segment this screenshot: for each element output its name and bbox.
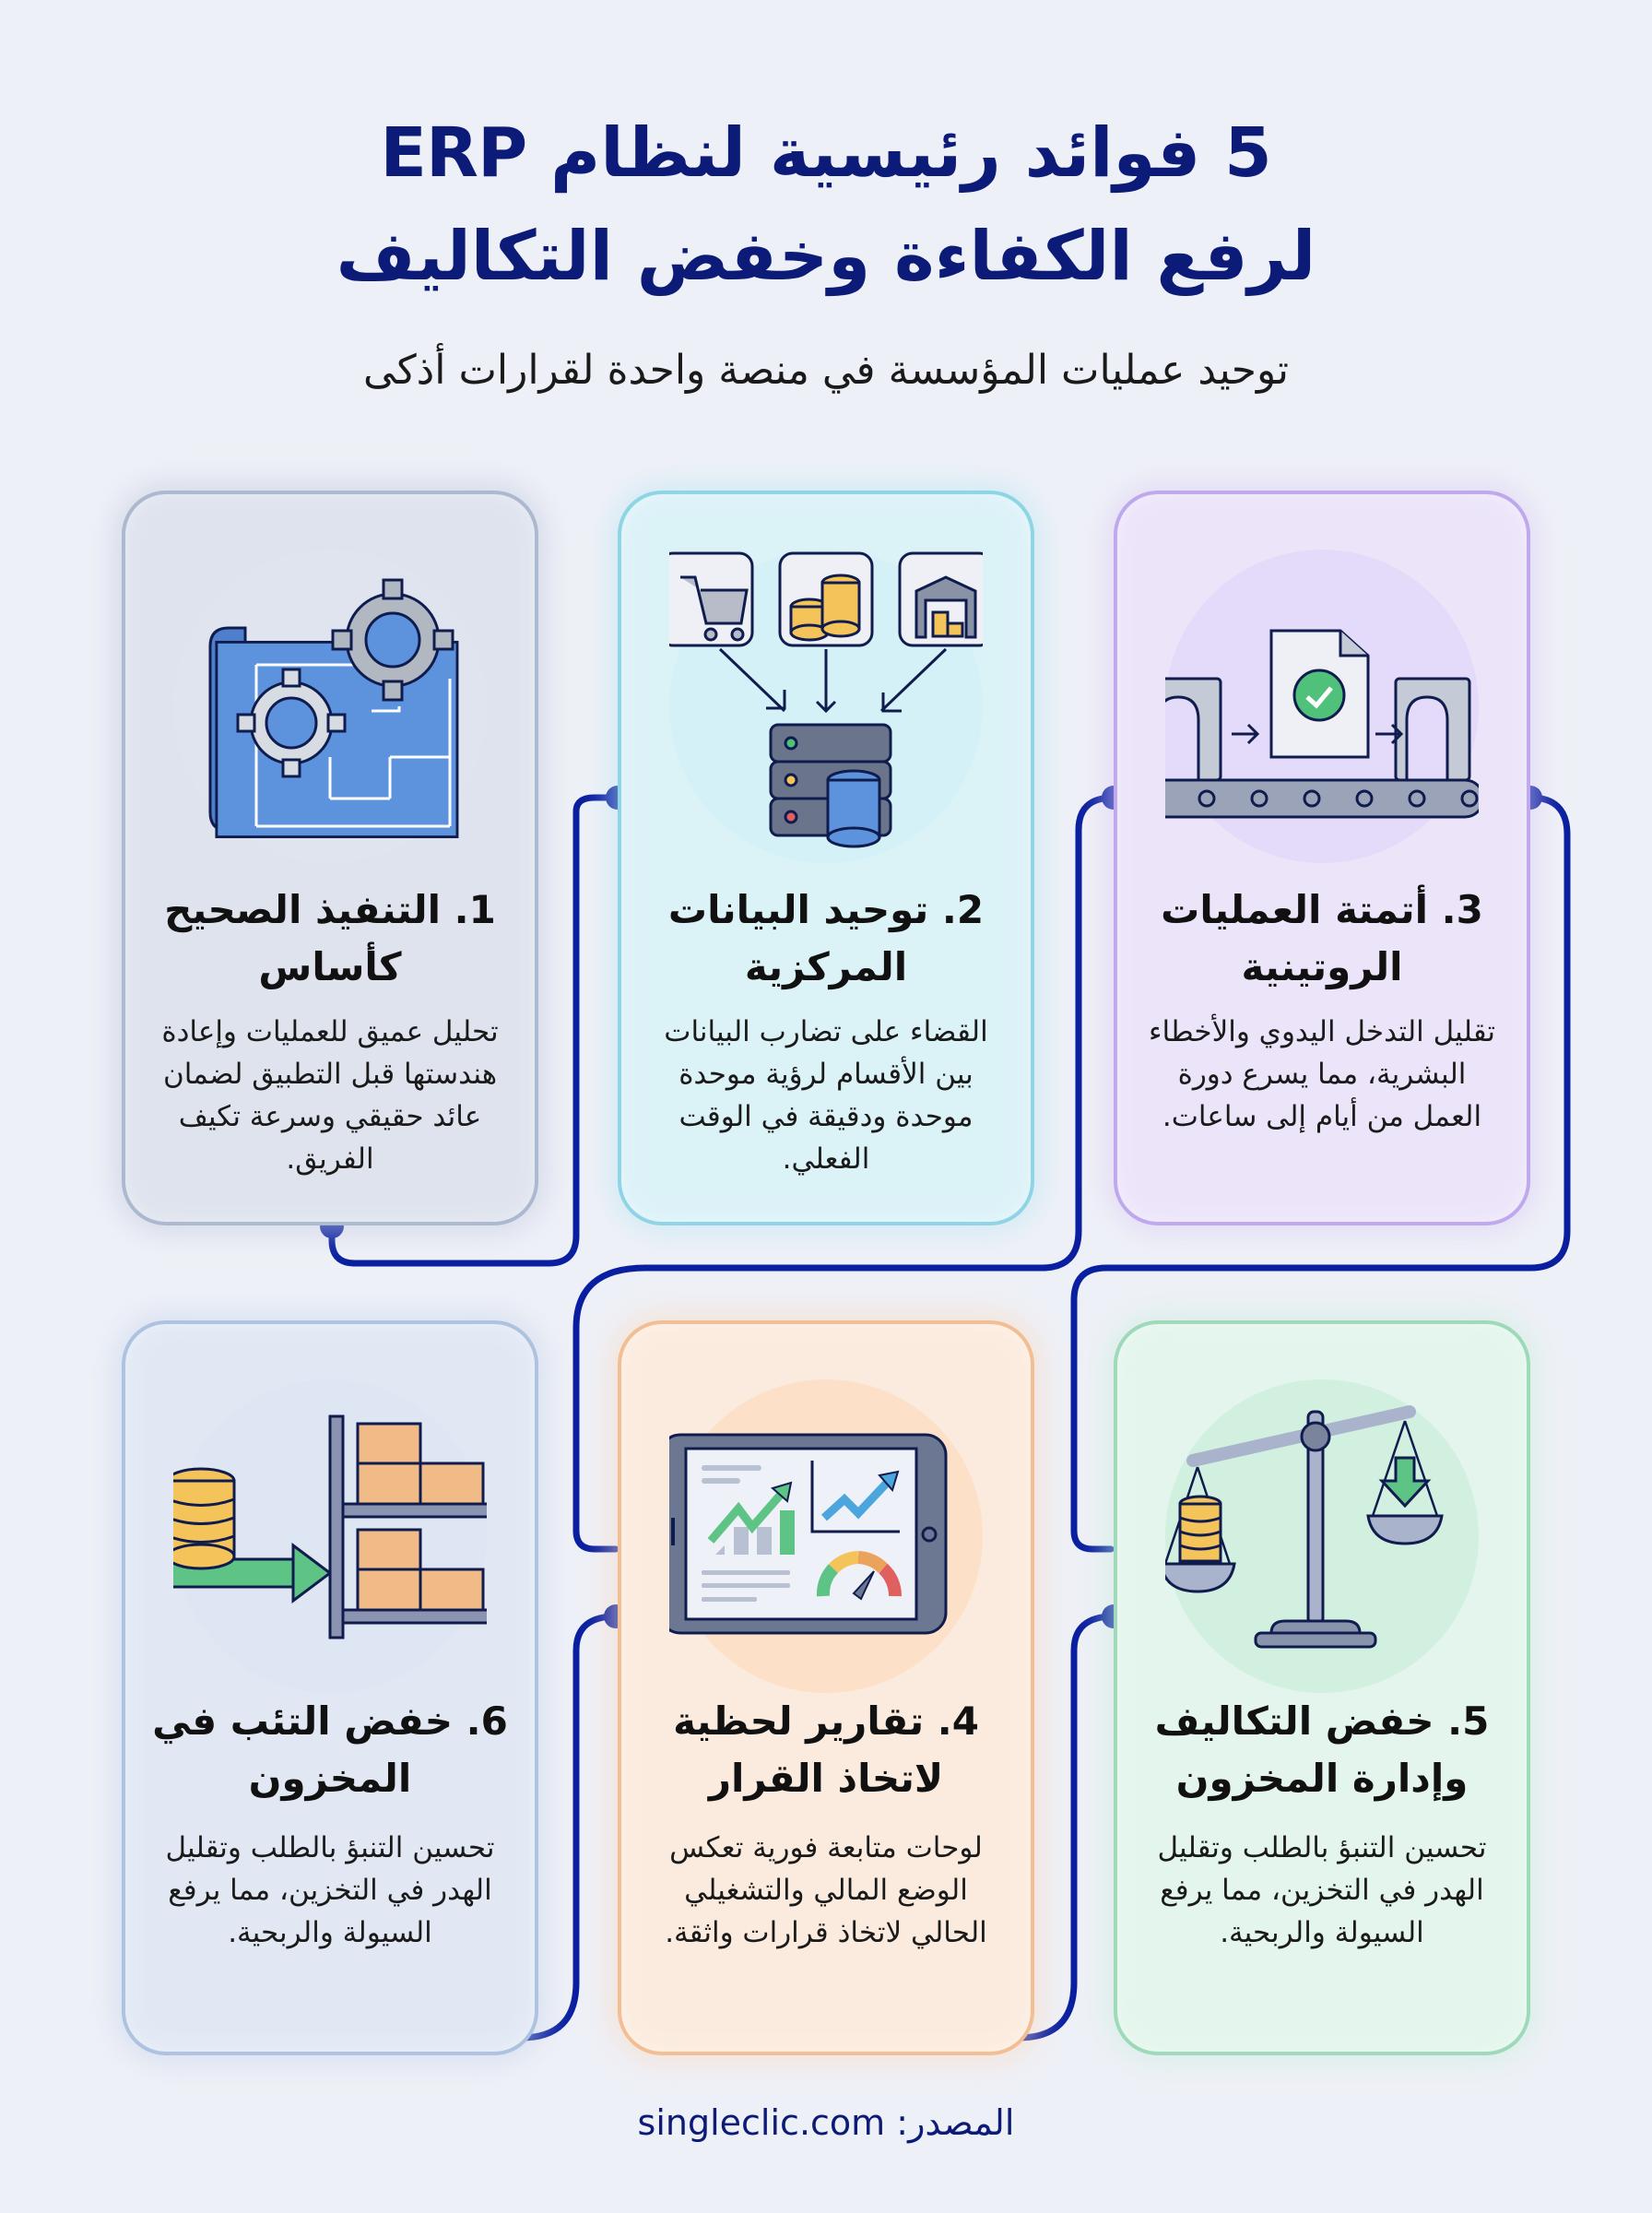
card-description: تحسين التنبؤ بالطلب وتقليل الهدر في التخ… bbox=[165, 1831, 495, 1949]
card-description: تحليل عميق للعمليات وإعادة هندستها قبل ا… bbox=[161, 1015, 499, 1176]
card-description: تقليل التدخل اليدوي والأخطاء البشرية، مم… bbox=[1148, 1015, 1496, 1133]
benefit-card-5: 5. خفض التكاليف وإدارة المخزون تحسين الت… bbox=[1104, 1311, 1540, 2065]
card-title: 1. التنفيذ الصحيح كأساس bbox=[164, 887, 496, 989]
card-title: 2. توحيد البيانات المركزية bbox=[667, 887, 985, 989]
card-title: 6. خفض التئب في المخزون bbox=[152, 1698, 508, 1801]
data-consolidation-server-icon bbox=[669, 550, 983, 863]
balance-scale-icon bbox=[1165, 1379, 1479, 1693]
card-title: 5. خفض التكاليف وإدارة المخزون bbox=[1154, 1698, 1490, 1801]
tablet-dashboard-icon bbox=[669, 1379, 983, 1693]
title-line-2: لرفع الكفاءة وخفض التكاليف bbox=[336, 217, 1317, 296]
benefit-card-3: 3. أتمتة العمليات الروتينية تقليل التدخل… bbox=[1104, 481, 1540, 1235]
page-title: 5 فوائد رئيسية لنظام ERP لرفع الكفاءة وخ… bbox=[0, 101, 1652, 308]
source-footer: المصدر: singleclic.com bbox=[0, 2102, 1652, 2143]
blueprint-gears-icon bbox=[173, 550, 487, 863]
benefit-card-6: 6. خفض التئب في المخزون تحسين التنبؤ بال… bbox=[112, 1311, 548, 2065]
benefit-card-1: 1. التنفيذ الصحيح كأساس تحليل عميق للعمل… bbox=[112, 481, 548, 1235]
source-link[interactable]: singleclic.com bbox=[637, 2102, 886, 2143]
conveyor-automation-icon bbox=[1165, 550, 1479, 863]
benefit-card-4: 4. تقارير لحظية لاتخاذ القرار لوحات متاب… bbox=[608, 1311, 1044, 2065]
page-subtitle: توحيد عمليات المؤسسة في منصة واحدة لقرار… bbox=[363, 347, 1289, 394]
card-title: 4. تقارير لحظية لاتخاذ القرار bbox=[673, 1698, 979, 1801]
title-line-1: 5 فوائد رئيسية لنظام ERP bbox=[380, 113, 1272, 193]
card-description: لوحات متابعة فورية تعكس الوضع المالي وال… bbox=[665, 1831, 987, 1949]
card-title: 3. أتمتة العمليات الروتينية bbox=[1161, 887, 1483, 989]
header: 5 فوائد رئيسية لنظام ERP لرفع الكفاءة وخ… bbox=[0, 101, 1652, 396]
source-label: المصدر: bbox=[896, 2102, 1015, 2143]
card-description: تحسين التنبؤ بالطلب وتقليل الهدر في التخ… bbox=[1157, 1831, 1487, 1949]
card-description: القضاء على تضارب البيانات بين الأقسام لر… bbox=[664, 1015, 988, 1176]
inventory-shelf-icon bbox=[173, 1379, 487, 1693]
benefit-card-2: 2. توحيد البيانات المركزية القضاء على تض… bbox=[608, 481, 1044, 1235]
